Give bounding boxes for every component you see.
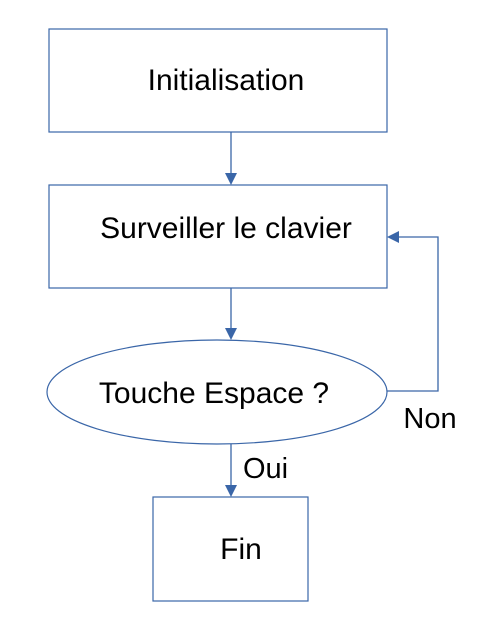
edge-decision-to-watch (387, 231, 439, 392)
node-touche-espace-label: Touche Espace ? (99, 377, 329, 410)
node-touche-espace-shape (46, 339, 388, 445)
node-fin-box (152, 496, 309, 602)
node-surveiller-clavier: Surveiller le clavier (48, 184, 388, 289)
node-fin-label: Fin (220, 533, 262, 566)
edge-label-oui: Oui (243, 453, 288, 485)
edge-label-non: Non (403, 403, 456, 435)
node-touche-espace: Touche Espace ? (46, 339, 388, 445)
node-initialisation-box (48, 28, 388, 133)
node-initialisation-label: Initialisation (148, 64, 305, 97)
node-surveiller-clavier-label: Surveiller le clavier (100, 212, 352, 245)
node-surveiller-clavier-box (48, 184, 388, 289)
node-fin: Fin (152, 496, 309, 602)
node-initialisation: Initialisation (48, 28, 388, 133)
